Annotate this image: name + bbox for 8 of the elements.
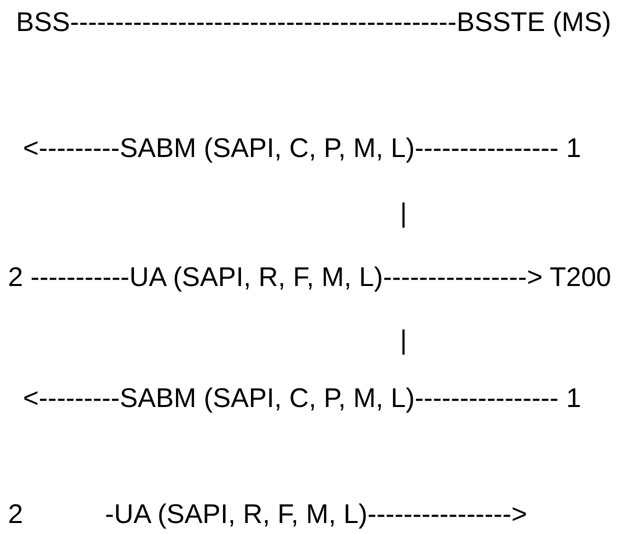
text-line: -UA (SAPI, R, F, M, L)----------------> [105,498,528,530]
text-line: <---------SABM (SAPI, C, P, M, L)---------------- 1 [23,132,582,164]
text-line: <---------SABM (SAPI, C, P, M, L)---------------- 1 [23,382,582,414]
text-line: | [400,197,408,229]
text-line: 2 -----------UA (SAPI, R, F, M, L)----------------> T200 [8,261,612,293]
text-line: BSS-------------------------------------------BSSTE (MS) [16,6,612,38]
text-line: 2 [8,498,24,530]
text-line: | [400,324,408,356]
